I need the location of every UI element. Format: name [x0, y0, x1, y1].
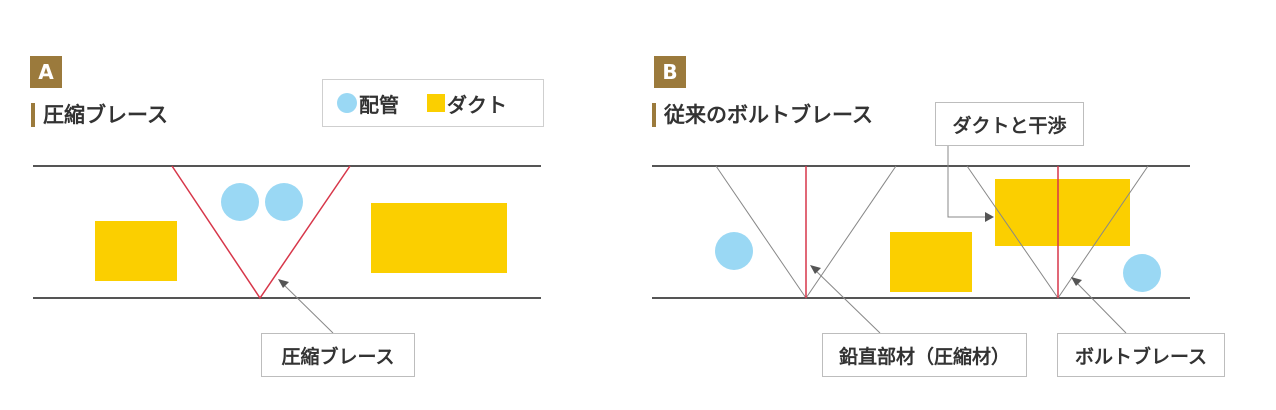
panel-b-pipe-right — [1123, 254, 1161, 292]
panel-a-heading-text: 圧縮ブレース — [43, 103, 168, 127]
duct-legend-swatch — [427, 94, 445, 112]
panel-b-duct-middle — [890, 232, 972, 292]
panel-a-callout: 圧縮ブレース — [261, 333, 415, 377]
panel-a-leader-line — [281, 282, 334, 334]
panel-b-interference-arrow — [985, 212, 994, 222]
panel-a-badge: A — [30, 56, 62, 88]
legend: 配管 ダクト — [322, 79, 544, 127]
panel-b-vertical-leader — [813, 268, 881, 334]
panel-a-duct-right — [371, 203, 507, 273]
panel-b-bolt-callout: ボルトブレース — [1057, 333, 1225, 377]
panel-a-compression-brace — [171, 165, 351, 300]
panel-b-interference-leader — [947, 146, 988, 218]
pipe-legend-swatch — [337, 93, 357, 113]
duct-legend-label: ダクト — [447, 92, 507, 117]
panel-b-interference-callout: ダクトと干渉 — [935, 102, 1084, 146]
panel-a-leader-arrow — [278, 279, 289, 288]
panel-b-bolt-arrow — [1071, 277, 1082, 286]
panel-b-heading: 従来のボルトブレース — [652, 100, 873, 130]
panel-b-pipe-left — [715, 232, 753, 270]
panel-b-heading-bar — [652, 103, 656, 127]
panel-a-heading: 圧縮ブレース — [31, 100, 168, 130]
panel-b-bolt-leader — [1074, 280, 1127, 334]
pipe-legend-label: 配管 — [359, 92, 399, 117]
panel-a-pipe-1 — [221, 183, 259, 221]
panel-b-duct-right — [995, 179, 1130, 246]
panel-b-vertical-callout: 鉛直部材（圧縮材） — [822, 333, 1027, 377]
panel-b-heading-text: 従来のボルトブレース — [664, 103, 873, 127]
panel-b-badge: B — [654, 56, 686, 88]
panel-b-vertical-arrow — [810, 265, 821, 274]
panel-a-heading-bar — [31, 103, 35, 127]
panel-a-pipe-2 — [265, 183, 303, 221]
panel-a-duct-left — [95, 221, 177, 281]
